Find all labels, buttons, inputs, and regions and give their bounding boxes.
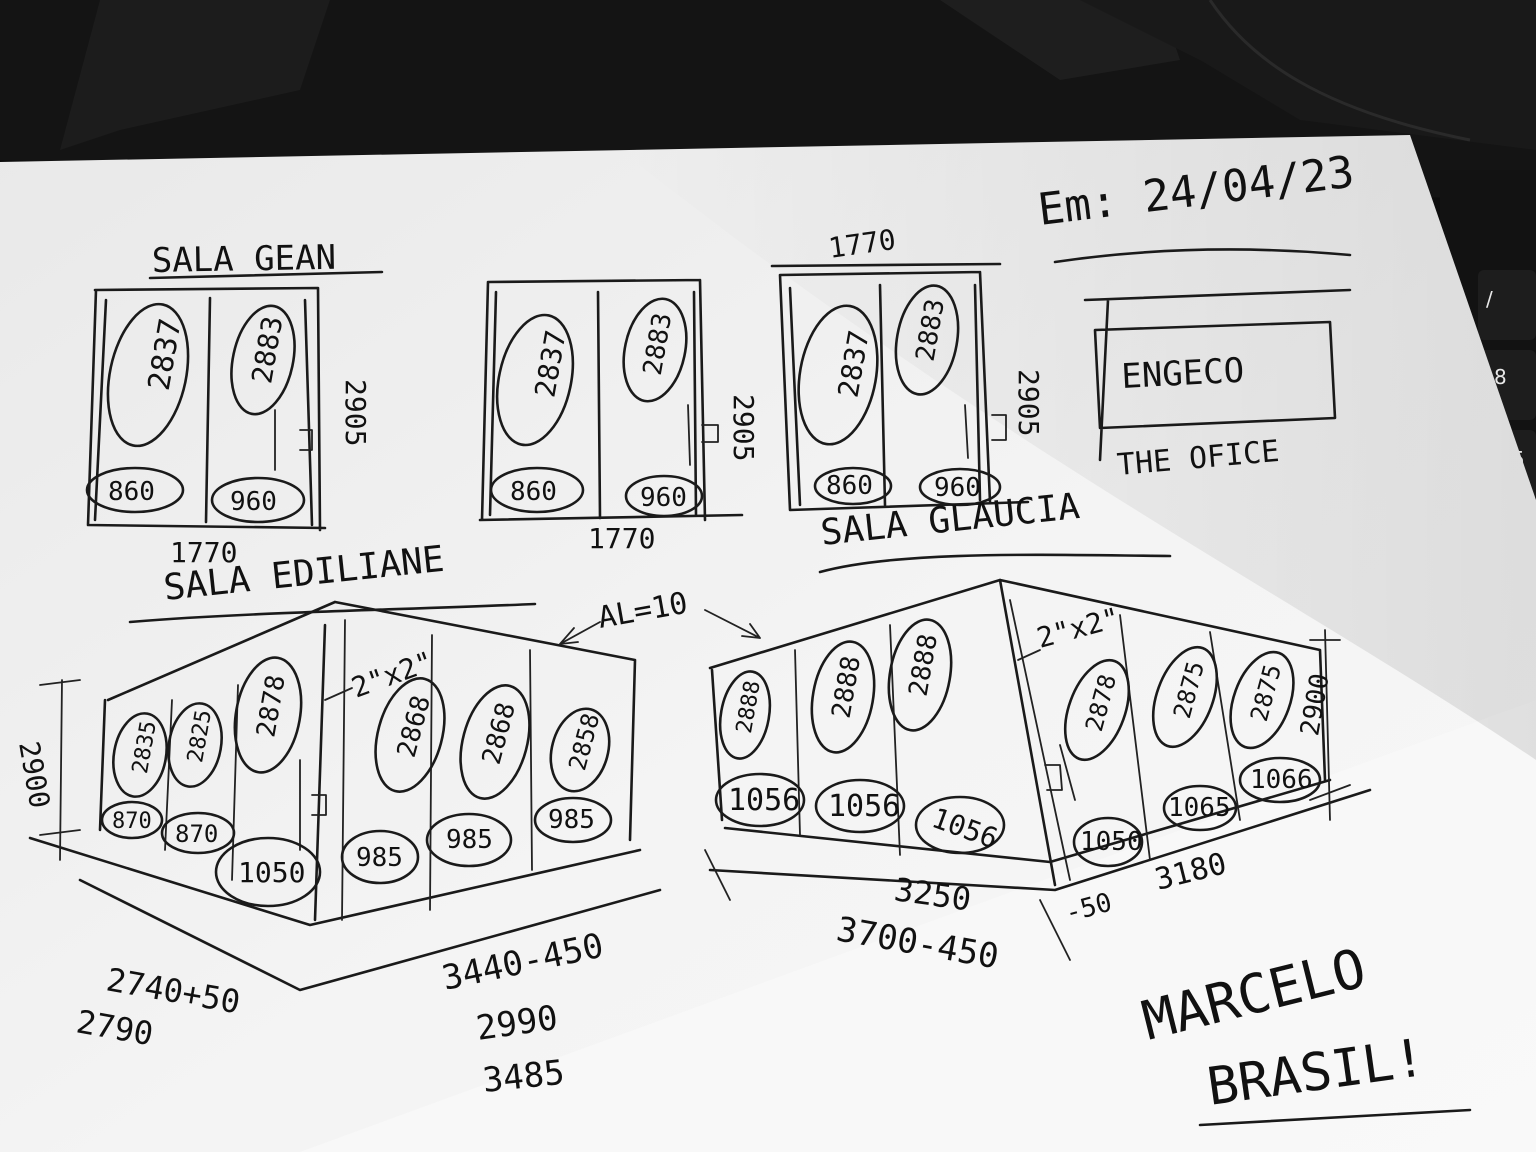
right-right-bottom-1: 1050 (1080, 827, 1143, 857)
key-slash-label: / (1486, 287, 1493, 311)
mid-width: 1770 (588, 522, 655, 555)
mid-height: 2905 (727, 394, 760, 461)
brand-name: ENGECO (1120, 351, 1245, 397)
ediliane-left-bottom-2: 870 (175, 820, 218, 848)
glaucia-height: 2905 (1012, 369, 1045, 436)
ediliane-left-bottom-3: 1050 (238, 856, 305, 889)
sketch-sala-gean: SALA GEAN 2837 2883 860 960 2905 1770 (85, 238, 384, 569)
glaucia-door-1: 860 (826, 471, 873, 501)
mid-door-2: 960 (640, 483, 687, 513)
ediliane-right-bottom-3: 985 (548, 805, 595, 835)
gean-door-1: 860 (108, 477, 155, 507)
key-8-label: 8 (1494, 365, 1507, 389)
mid-door-1: 860 (510, 477, 557, 507)
right-left-bottom-1: 1056 (728, 783, 800, 818)
glaucia-door-2: 960 (934, 473, 981, 503)
right-right-bottom-3: 1066 (1250, 765, 1313, 795)
ediliane-left-bottom-1: 870 (112, 809, 152, 834)
monitor-stand (60, 0, 330, 150)
gean-door-2: 960 (230, 487, 277, 517)
ediliane-right-bottom-1: 985 (356, 843, 403, 873)
gean-width: 1770 (170, 536, 237, 569)
ediliane-right-dim-3: 3485 (481, 1053, 567, 1101)
gean-height: 2905 (339, 379, 372, 446)
keyboard-key (1478, 270, 1536, 340)
ediliane-right-bottom-2: 985 (446, 825, 493, 855)
right-left-bottom-2: 1056 (828, 789, 900, 824)
right-right-bottom-2: 1065 (1168, 793, 1231, 823)
